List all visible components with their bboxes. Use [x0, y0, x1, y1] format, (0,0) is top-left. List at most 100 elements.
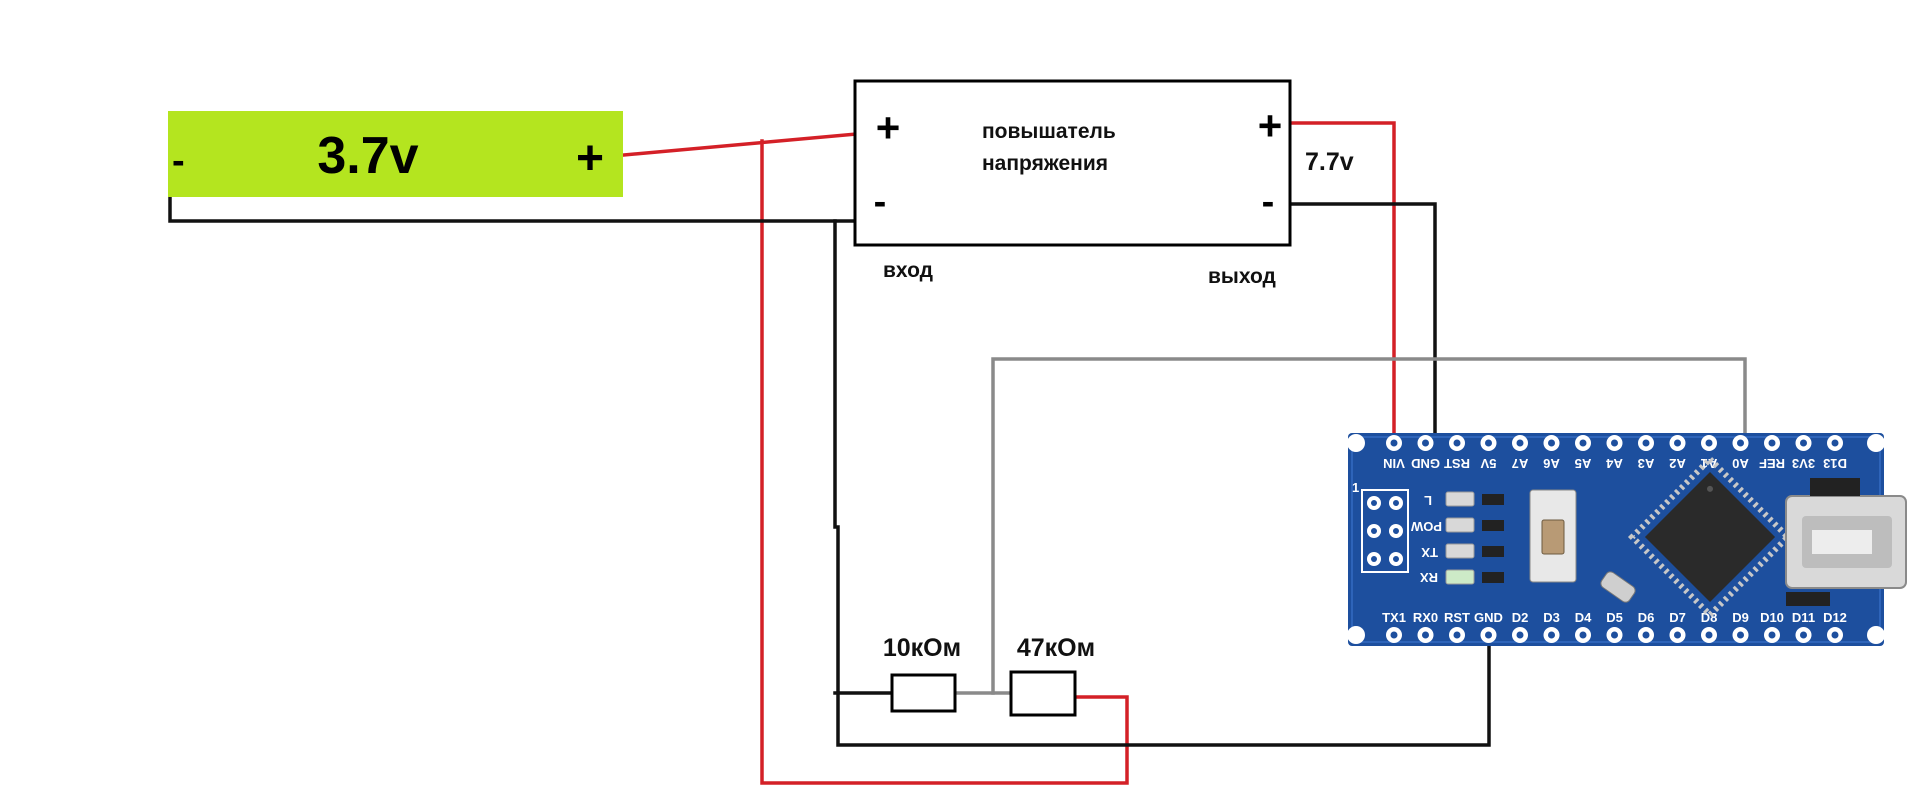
bottom-pin-label: D7 — [1669, 610, 1686, 625]
top-pin-label: A6 — [1543, 456, 1560, 471]
reset-button — [1529, 489, 1577, 583]
bottom-pin-hole — [1768, 631, 1776, 639]
bottom-pin-hole — [1516, 631, 1524, 639]
booster-output-plus: + — [1258, 102, 1283, 149]
led-label-tx: TX — [1421, 545, 1438, 560]
reset-button-cap — [1541, 519, 1565, 555]
bottom-pin-hole — [1611, 631, 1618, 639]
top-pin-hole — [1390, 439, 1398, 447]
top-pin-label: A4 — [1605, 456, 1622, 471]
bottom-pin-label: D11 — [1792, 610, 1815, 625]
led — [1445, 543, 1475, 559]
top-pin-label: VIN — [1383, 456, 1405, 471]
arduino-board — [1348, 433, 1884, 646]
top-pin-label: A2 — [1669, 456, 1686, 471]
resistor-10k-label: 10кОм — [883, 634, 961, 662]
wire-battery-negative — [168, 186, 866, 223]
led — [1445, 569, 1475, 585]
bottom-pin-label: D2 — [1512, 610, 1529, 625]
bottom-pin-hole — [1453, 631, 1461, 639]
top-pin-label: REF — [1759, 456, 1785, 471]
icsp-pin-hole — [1371, 528, 1377, 534]
resistor-47k — [1009, 670, 1077, 717]
bottom-pin-label: RST — [1444, 610, 1470, 625]
usb-connector — [1785, 478, 1907, 606]
top-pin-hole — [1705, 439, 1713, 447]
smd-resistor — [1482, 520, 1504, 531]
wire-ground-to-divider — [833, 219, 1491, 747]
mcu-marker — [1707, 485, 1713, 492]
top-pin-label: D13 — [1823, 456, 1847, 471]
top-pin-label: A5 — [1575, 456, 1592, 471]
top-pin-hole — [1831, 439, 1839, 447]
top-pin-hole — [1579, 439, 1587, 447]
booster-input-label: вход — [883, 259, 933, 282]
icsp-pin-hole — [1393, 556, 1399, 562]
bottom-pin-hole — [1579, 631, 1587, 639]
icsp-header: 1 — [1352, 480, 1409, 573]
voltage-booster: + - + - повышатель напряжения 7.7v вход … — [853, 79, 1354, 288]
led-label-rx: RX — [1420, 570, 1438, 585]
bottom-pin-hole — [1737, 631, 1744, 639]
top-pin-label: RST — [1444, 456, 1470, 471]
microcontroller-chip — [1627, 454, 1793, 620]
icsp-pin1-label: 1 — [1352, 480, 1359, 495]
mounting-hole — [1347, 434, 1365, 452]
usb-tongue — [1812, 530, 1872, 554]
battery: - 3.7v + — [168, 111, 623, 197]
top-pin-hole — [1674, 439, 1681, 447]
wire-signal-a0 — [991, 357, 1747, 695]
usb-tab — [1786, 592, 1830, 606]
wire-battery-positive — [622, 129, 892, 157]
bottom-pin-hole — [1831, 631, 1839, 639]
wire-battery-positive-to-divider — [760, 139, 1129, 785]
booster-box — [853, 79, 1292, 247]
bottom-pin-hole — [1800, 631, 1807, 639]
bottom-pin-label: D12 — [1823, 610, 1847, 625]
voltage-divider: 10кОм 47кОм — [883, 634, 1095, 717]
bottom-pin-label: D4 — [1575, 610, 1592, 625]
led-label-pow: POW — [1410, 519, 1442, 534]
bottom-pin-label: RX0 — [1413, 610, 1438, 625]
icsp-pin-hole — [1393, 500, 1399, 506]
wire-output-negative — [1260, 202, 1437, 445]
top-pin-hole — [1642, 439, 1650, 447]
usb-tab — [1810, 478, 1860, 496]
bottom-pin-label: D6 — [1638, 610, 1655, 625]
booster-input-plus: + — [876, 104, 901, 151]
wires — [168, 121, 1747, 785]
bottom-pin-hole — [1642, 631, 1650, 639]
battery-plus-label: + — [576, 132, 604, 185]
resistor-10k — [890, 673, 957, 713]
bottom-pin-hole — [1674, 631, 1681, 639]
top-pin-label: A3 — [1638, 456, 1655, 471]
bottom-pin-label: GND — [1474, 610, 1503, 625]
led — [1445, 491, 1475, 507]
booster-title-line2: напряжения — [982, 152, 1108, 175]
led — [1445, 517, 1475, 533]
bottom-pin-label: D5 — [1606, 610, 1623, 625]
mounting-hole — [1867, 434, 1885, 452]
bottom-pin-label: D9 — [1732, 610, 1749, 625]
booster-input-minus: - — [874, 181, 887, 223]
top-pin-hole — [1800, 439, 1807, 447]
status-leds: L POW TX RX — [1410, 491, 1504, 585]
smd-resistor — [1482, 494, 1504, 505]
top-pin-label: 3V3 — [1792, 456, 1815, 471]
smd-resistor — [1482, 546, 1504, 557]
booster-output-minus: - — [1262, 181, 1275, 223]
crystal — [1600, 571, 1636, 603]
top-pin-hole — [1453, 439, 1461, 447]
bottom-pin-label: D10 — [1760, 610, 1784, 625]
bottom-pin-hole — [1485, 631, 1492, 639]
top-pin-hole — [1422, 439, 1429, 447]
top-pin-label: GND — [1411, 456, 1440, 471]
bottom-pin-label: TX1 — [1382, 610, 1406, 625]
battery-voltage-label: 3.7v — [317, 127, 418, 185]
top-pin-hole — [1485, 439, 1492, 447]
icsp-pin-hole — [1393, 528, 1399, 534]
booster-title-line1: повышатель — [982, 120, 1116, 143]
